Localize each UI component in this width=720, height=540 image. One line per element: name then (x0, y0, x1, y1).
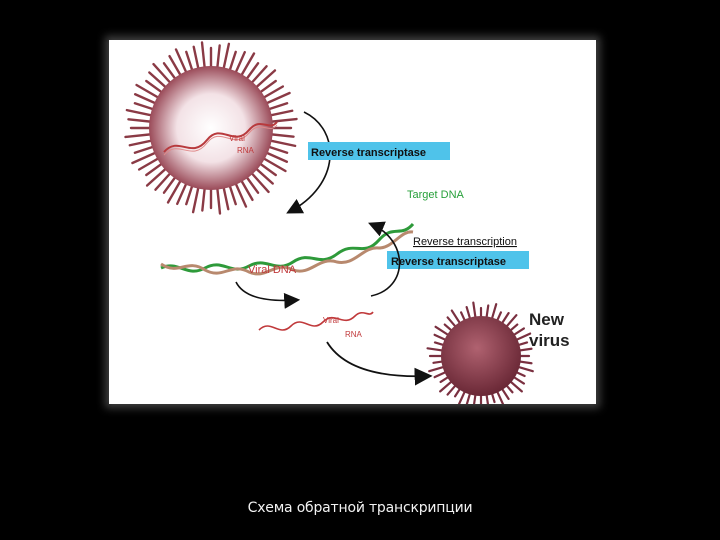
label-viral-rna-top-1: Viral (229, 134, 245, 143)
label-viral-rna-bottom-2: RNA (345, 330, 363, 339)
figure-panel: Viral RNA Reverse transcriptase Target D… (109, 40, 596, 404)
arrow-rna-to-dna (286, 111, 331, 214)
label-viral-dna: Viral DNA (248, 264, 297, 276)
label-target-dna: Target DNA (407, 189, 465, 201)
label-reverse-transcriptase-top: Reverse transcriptase (311, 147, 426, 159)
dna-strand-green (160, 222, 415, 273)
highlight-reverse-transcriptase-mid (387, 251, 529, 269)
label-reverse-transcription: Reverse transcription (413, 236, 517, 248)
label-new-virus-1: New (529, 310, 565, 329)
dna-double-helix (160, 222, 415, 276)
viral-rna-strand-top-highlight (163, 124, 278, 156)
viral-rna-strand-bottom (258, 311, 374, 331)
highlight-reverse-transcriptase-top (308, 142, 450, 160)
label-viral-rna-bottom-1: Viral (323, 316, 339, 325)
virus-body-top (149, 66, 273, 190)
label-reverse-transcriptase-mid: Reverse transcriptase (391, 256, 506, 268)
arrow-rna-to-dna-return (368, 221, 401, 297)
virus-particle-top: Viral RNA (124, 41, 298, 215)
arrow-dna-to-rna (235, 281, 301, 309)
viral-rna-strand-top (163, 121, 278, 153)
label-new-virus-2: virus (529, 331, 570, 350)
label-viral-rna-top-2: RNA (237, 146, 255, 155)
slide-caption: Схема обратной транскрипции (247, 500, 473, 516)
reverse-transcription-diagram: Viral RNA Reverse transcriptase Target D… (124, 41, 570, 404)
virus-particle-new (426, 301, 534, 404)
dna-strand-viral (160, 230, 414, 276)
virus-body-new (441, 316, 521, 396)
arrow-to-new-virus (326, 341, 433, 386)
